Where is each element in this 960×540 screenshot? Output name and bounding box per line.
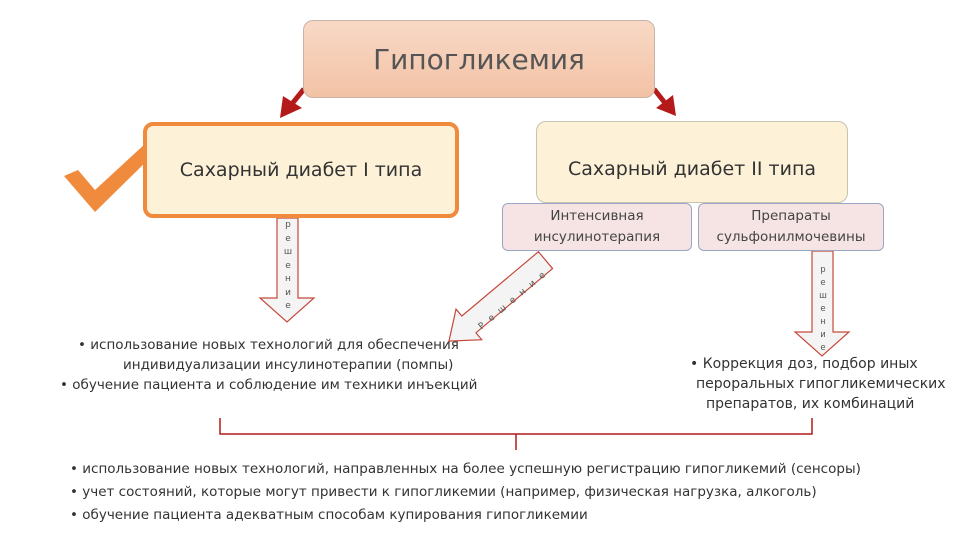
arrow-to-type2 [652,87,676,116]
type2-title: Сахарный диабет II типа [567,158,817,180]
type2-bullet-1: • Коррекция доз, подбор иных [690,356,918,372]
type2-bullet-1-cont2: препаратов, их комбинаций [706,396,915,412]
type2-diabetes-box: Сахарный диабет II типа [536,121,848,203]
sulfonylurea-box: Препараты сульфонилмочевины [698,203,884,251]
solution-arrow-type1 [258,217,316,323]
common-solution-list: • использование новых технологий, направ… [70,458,861,527]
common-bullet-2: • учет состояний, которые могут привести… [70,484,817,500]
type1-bullet-2: • обучение пациента и соблюдение им техн… [60,377,478,393]
common-bullet-3: • обучение пациента адекватным способам … [70,507,588,523]
type1-bullet-1-cont: индивидуализации инсулинотерапии (помпы) [123,357,454,373]
type1-title: Сахарный диабет I типа [179,159,423,181]
sulfonylurea-line1: Препараты [751,208,831,224]
arrow-to-type1 [280,87,306,118]
intensive-insulin-line1: Интенсивная [550,208,644,224]
type2-solution-list: • Коррекция доз, подбор иных пероральных… [690,354,946,414]
type1-bullet-1: • использование новых технологий для обе… [78,337,459,353]
solution-arrow-diagonal [448,250,554,342]
type1-solution-list: • использование новых технологий для обе… [60,335,477,395]
intensive-insulin-box: Интенсивная инсулинотерапия [502,203,692,251]
hypoglycemia-title: Гипогликемия [373,42,585,76]
type1-diabetes-box: Сахарный диабет I типа [143,122,459,218]
type2-bullet-1-cont: пероральных гипогликемических [696,376,946,392]
joining-brace [219,418,813,450]
common-bullet-1: • использование новых технологий, направ… [70,461,861,477]
hypoglycemia-box: Гипогликемия [303,20,655,98]
checkmark-icon [64,143,158,212]
intensive-insulin-line2: инсулинотерапия [533,229,661,245]
sulfonylurea-line2: сульфонилмочевины [716,229,866,245]
solution-arrow-type2 [793,250,851,357]
